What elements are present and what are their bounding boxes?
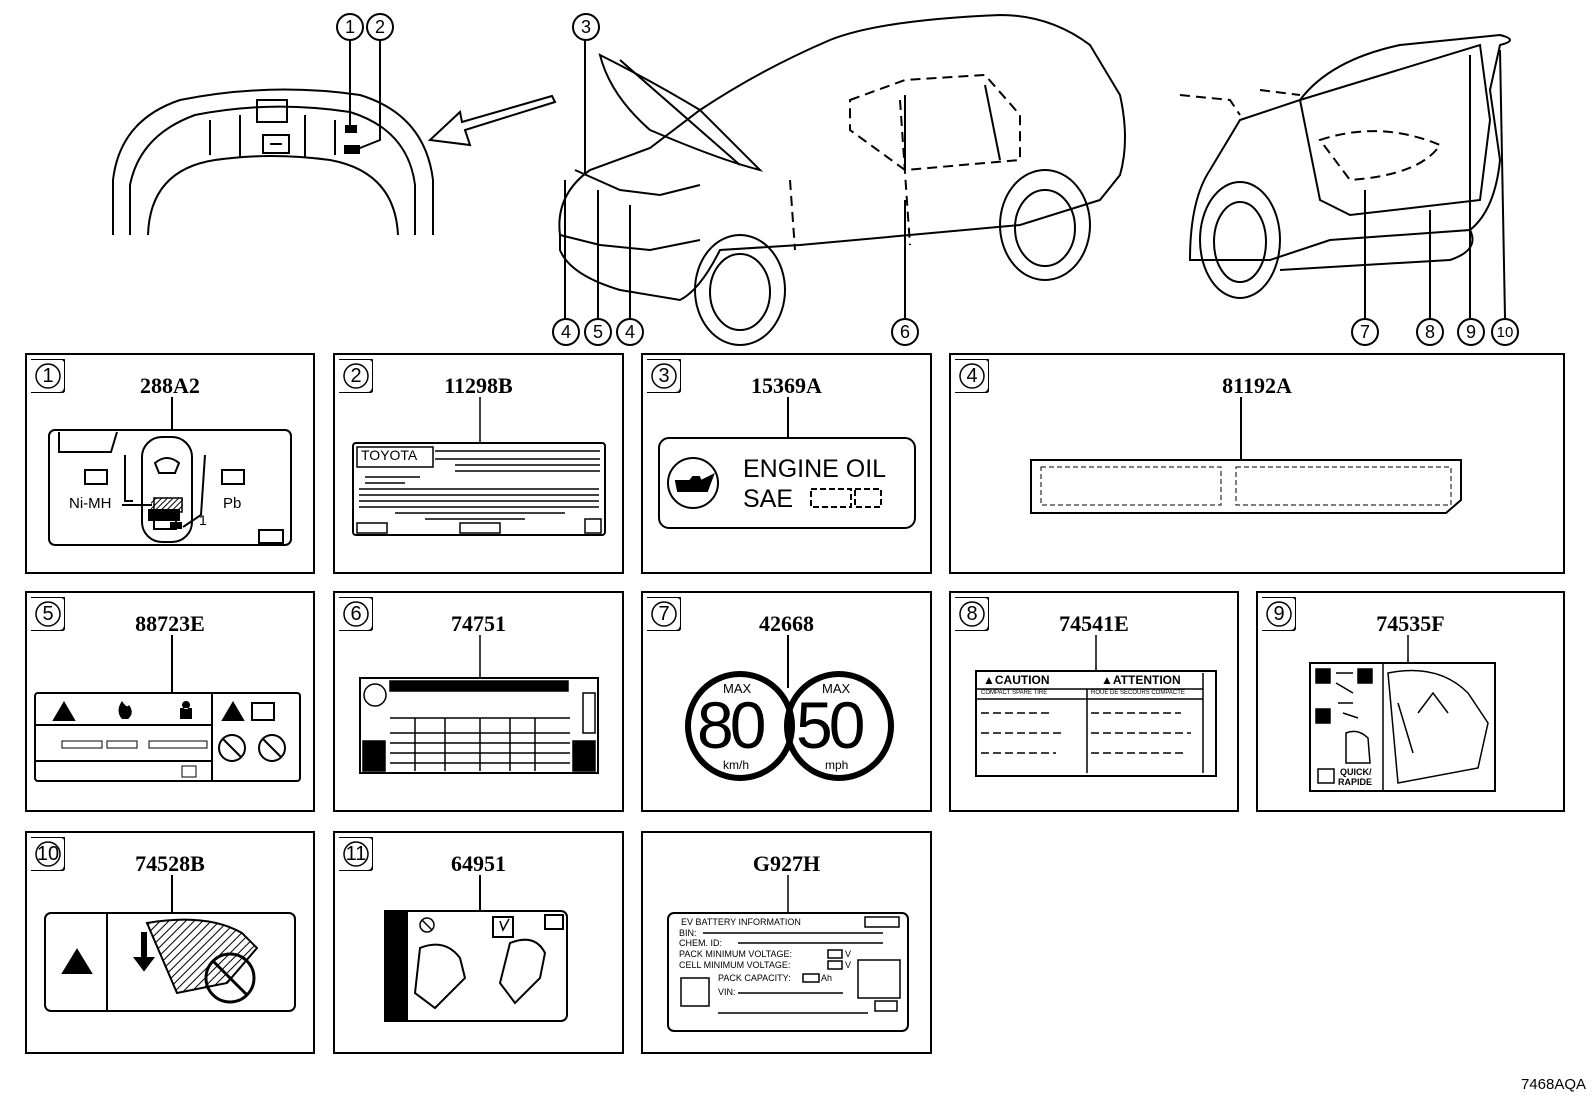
ev-battery-info-label-art xyxy=(667,875,909,1032)
panel-number-badge: 9 xyxy=(1262,597,1296,631)
hybrid-battery-label-art xyxy=(48,397,292,546)
part-number: 288A2 xyxy=(140,373,200,398)
callout-4a: 4 xyxy=(552,318,580,346)
flame-icon xyxy=(118,701,132,719)
diagram-code: 7468AQA xyxy=(1520,1076,1586,1093)
callout-9: 9 xyxy=(1457,318,1485,346)
vin-label: VIN: xyxy=(718,987,736,997)
panel-number-badge: 5 xyxy=(31,597,65,631)
vehicle-cert-label-art xyxy=(352,397,606,536)
panel-number-badge: 2 xyxy=(339,359,373,393)
label-panel-10: 10 74528B xyxy=(25,831,315,1054)
pack-capacity-label: PACK CAPACITY: xyxy=(718,973,791,983)
caution-subtitle: COMPACT SPARE TIRE xyxy=(981,690,1048,696)
attention-subtitle: ROUE DE SECOURS COMPACTE xyxy=(1091,690,1185,696)
callout-7: 7 xyxy=(1351,318,1379,346)
unit-right: mph xyxy=(825,758,849,772)
part-number: 81192A xyxy=(1222,373,1292,398)
part-number: 11298B xyxy=(444,373,513,398)
callout-5: 5 xyxy=(584,318,612,346)
callout-3: 3 xyxy=(572,13,600,41)
speed-left: 80 xyxy=(697,688,766,762)
panel-number-badge: 4 xyxy=(955,359,989,393)
unit-left: km/h xyxy=(723,758,750,772)
callout-6: 6 xyxy=(891,318,919,346)
cell-min-unit: V xyxy=(845,960,852,970)
person-icon xyxy=(180,701,192,719)
engine-oil-label-art xyxy=(658,397,916,529)
door-pinch-warning-label-art xyxy=(44,875,296,1012)
panel-number-badge: 7 xyxy=(647,597,681,631)
label-panel-1: 1 288A2 Ni-MH Pb 1 xyxy=(25,353,315,574)
pack-min-unit: V xyxy=(845,949,852,959)
chem-label: CHEM. ID: xyxy=(679,938,723,948)
label-panel-2: 2 11298B TOYOTA xyxy=(333,353,624,574)
long-strip-label-art xyxy=(1030,397,1462,514)
panel-number-badge: 6 xyxy=(339,597,373,631)
pointer-label: 1 xyxy=(199,512,207,528)
label-panel-4: 4 81192A xyxy=(949,353,1565,574)
cell-min-label: CELL MINIMUM VOLTAGE: xyxy=(679,960,791,970)
panel-number-badge: 10 xyxy=(31,837,65,871)
charging-connector-label-art xyxy=(384,875,568,1022)
tire-info-label-art xyxy=(359,635,599,774)
callout-10: 10 xyxy=(1491,318,1519,346)
callout-2: 2 xyxy=(366,13,394,41)
dashboard-outline xyxy=(112,88,434,235)
sae-text: SAE xyxy=(743,485,794,513)
panel-number-badge: 1 xyxy=(31,359,65,393)
part-number: 88723E xyxy=(135,611,205,636)
max-left: MAX xyxy=(723,681,752,696)
attention-text: ▲ATTENTION xyxy=(1101,673,1181,687)
panel-number-badge: 8 xyxy=(955,597,989,631)
quick-text: QUICK/ xyxy=(1340,767,1372,777)
part-number: 74541E xyxy=(1059,611,1129,636)
label-panel-12: G927H EV BATTERY INFORMATION BIN: CHEM. … xyxy=(641,831,932,1054)
part-number: G927H xyxy=(752,851,821,876)
part-number: 74535F xyxy=(1376,611,1445,636)
speed-limit-label-art xyxy=(685,635,894,781)
label-panel-7: 7 42668 MAX 80 km/h MAX 50 mph xyxy=(641,591,932,812)
speed-right: 50 xyxy=(796,688,865,762)
overview-illustration xyxy=(112,13,1511,346)
callout-8: 8 xyxy=(1416,318,1444,346)
part-number: 74528B xyxy=(135,851,205,876)
max-right: MAX xyxy=(822,681,851,696)
pb-label: Pb xyxy=(223,495,242,512)
part-number: 15369A xyxy=(751,373,822,398)
label-panel-8: 8 74541E ▲CAUTION ▲ATTENTION COMPACT SPA… xyxy=(949,591,1239,812)
oil-can-icon xyxy=(674,472,715,492)
panel-number-badge: 11 xyxy=(339,837,373,871)
spare-tire-caution-label-art xyxy=(975,635,1217,777)
callout-1: 1 xyxy=(336,13,364,41)
label-panel-3: 3 15369A ENGINE OIL SAE xyxy=(641,353,932,574)
brand-label: TOYOTA xyxy=(361,447,418,463)
panel-number-badge: 3 xyxy=(647,359,681,393)
rapide-text: RAPIDE xyxy=(1338,777,1373,787)
engine-oil-text: ENGINE OIL xyxy=(743,455,887,483)
label-panel-9: 9 74535F QUICK/ RAPIDE xyxy=(1256,591,1565,812)
caution-text: ▲CAUTION xyxy=(983,673,1050,687)
callout-4b: 4 xyxy=(616,318,644,346)
battery-warning-label-art xyxy=(34,635,301,782)
label-panel-5: 5 88723E xyxy=(25,591,315,812)
bin-label: BIN: xyxy=(679,928,697,938)
ev-title: EV BATTERY INFORMATION xyxy=(681,917,801,927)
part-number: 64951 xyxy=(451,851,506,876)
power-liftgate-label-art xyxy=(1309,635,1496,792)
pack-capacity-unit: Ah xyxy=(821,973,833,983)
nimh-label: Ni-MH xyxy=(69,495,112,512)
label-panel-11: 11 64951 xyxy=(333,831,624,1054)
label-panel-6: 6 74751 xyxy=(333,591,624,812)
pack-min-label: PACK MINIMUM VOLTAGE: xyxy=(679,949,793,959)
part-number: 74751 xyxy=(451,611,506,636)
part-number: 42668 xyxy=(759,611,814,636)
